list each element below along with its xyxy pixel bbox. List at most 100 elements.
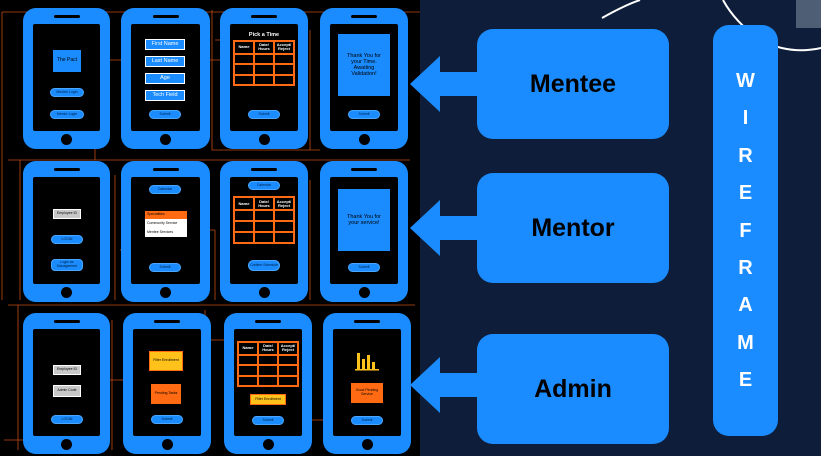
mentee-phone-2: First Name Last Name Age Tech Field Subm… [121,8,210,149]
table-cell[interactable] [255,75,273,84]
table-header: Date/ Hours [259,343,277,354]
table-cell[interactable] [259,355,277,365]
first-name-field[interactable]: First Name [145,39,185,50]
login-button[interactable]: LOGIN [51,415,83,424]
table-cell[interactable] [255,211,273,221]
table-header: Accept/ Reject [275,42,293,53]
table-header: Date/ Hours [255,42,273,53]
age-field[interactable]: Age [145,73,185,84]
table-cell[interactable] [279,376,297,385]
login-management-button[interactable]: Login as Management [51,259,83,271]
corner-swatch [796,0,821,28]
submit-button[interactable]: Submit [149,110,181,119]
role-label-admin: Admin [477,334,669,444]
specialities-item[interactable]: Specialities [145,211,187,219]
table-cell[interactable] [255,222,273,232]
admin-code-field[interactable]: Admin Code [53,385,81,397]
table-cell[interactable] [275,233,293,242]
table-cell[interactable] [235,75,253,84]
table-header: Accept/ Reject [275,198,293,210]
banner-letter: W [736,70,755,92]
table-cell[interactable] [239,355,257,365]
pending-service-box[interactable]: Good Pending Service [351,383,383,403]
last-name-field[interactable]: Last Name [145,56,185,67]
table-header: Accept/ Reject [279,343,297,354]
phone-speaker [53,320,80,323]
submit-button[interactable]: Submit [149,263,181,272]
table-cell[interactable] [275,65,293,74]
table-cell[interactable] [239,376,257,385]
arrow-admin [410,357,480,413]
confirm-schedule-button[interactable]: Confirm Schedule [248,260,280,271]
table-cell[interactable] [275,222,293,232]
login-button[interactable]: LOGIN [51,235,83,244]
phone-screen: Thank You for your service! Submit [330,177,398,284]
mentee-services-item[interactable]: Mentee Services [145,228,187,237]
thank-you-message: Thank You for your service! [338,189,390,251]
table-header: Name [235,42,253,53]
table-cell[interactable] [259,366,277,375]
home-button [358,287,370,298]
home-button [61,439,72,450]
table-cell[interactable] [235,65,253,74]
phone-screen: Employee ID LOGIN Login as Management [33,177,100,284]
table-cell[interactable] [259,376,277,385]
home-button [160,287,171,298]
table-cell[interactable] [235,233,253,242]
mentor-login-button[interactable]: Mentor Login [50,110,84,119]
table-cell[interactable] [275,211,293,221]
admin-phone-1: Employee ID Admin Code LOGIN [23,313,110,454]
table-header: Date/ Hours [255,198,273,210]
phone-speaker [53,168,80,171]
employee-id-field[interactable]: Employee ID [53,365,81,375]
admin-phone-4: Good Pending Service Submit [323,313,411,454]
submit-button[interactable]: Submit [252,416,284,425]
banner-letter: I [742,107,749,130]
tech-field-field[interactable]: Tech Field [145,90,185,101]
table-cell[interactable] [255,233,273,242]
calendar-button[interactable]: Calendar [149,185,181,194]
awaiting-validation-message: Thank You for your Time. Awaiting Valida… [338,34,390,96]
filter-enrollment-button[interactable]: Filter Enrollment [250,394,286,405]
table-cell[interactable] [279,355,297,365]
table-cell[interactable] [275,54,293,64]
app-title-box: The Pact [53,50,81,72]
phone-speaker [154,320,180,323]
community-service-item[interactable]: Community Service [145,219,187,228]
filter-enrollment-box[interactable]: Filter Enrollment [149,351,183,371]
phone-screen: Thank You for your Time. Awaiting Valida… [330,24,398,131]
phone-screen: Name Date/ Hours Accept/ Reject Filter E… [234,329,302,436]
home-button [358,134,370,145]
mentee-login-button[interactable]: Mentee Login [50,88,84,97]
table-cell[interactable] [235,54,253,64]
submit-button[interactable]: Submit [248,110,280,119]
mentee-phone-4: Thank You for your Time. Awaiting Valida… [320,8,408,149]
table-cell[interactable] [255,65,273,74]
phone-speaker [351,168,377,171]
submit-button[interactable]: Submit [151,415,183,424]
phone-screen: Calendar Specialities Community Service … [131,177,200,284]
phone-speaker [354,320,380,323]
home-button [361,439,373,450]
table-cell[interactable] [275,75,293,84]
table-cell[interactable] [255,54,273,64]
mentor-phone-3: Calendar Name Date/ Hours Accept/ Reject… [220,161,308,302]
table-header: Name [239,343,257,354]
table-cell[interactable] [279,366,297,375]
pending-tasks-box[interactable]: Pending Tasks [151,384,181,404]
employee-id-field[interactable]: Employee ID [53,209,81,219]
submit-button[interactable]: Submit [348,110,380,119]
banner-letter: R [738,256,753,279]
home-button [262,439,274,450]
phone-speaker [152,15,179,18]
submit-button[interactable]: Submit [351,416,383,425]
table-cell[interactable] [235,222,253,232]
table-cell[interactable] [235,211,253,221]
phone-speaker [251,15,277,18]
wireframe-board: The Pact Mentee Login Mentor Login First… [0,0,420,456]
enrollment-table: Name Date/ Hours Accept/ Reject [237,341,299,387]
wireframe-banner: W I R E F R A M E [713,25,778,436]
table-cell[interactable] [239,366,257,375]
calendar-button[interactable]: Calendar [248,181,280,190]
submit-button[interactable]: Submit [348,263,380,272]
